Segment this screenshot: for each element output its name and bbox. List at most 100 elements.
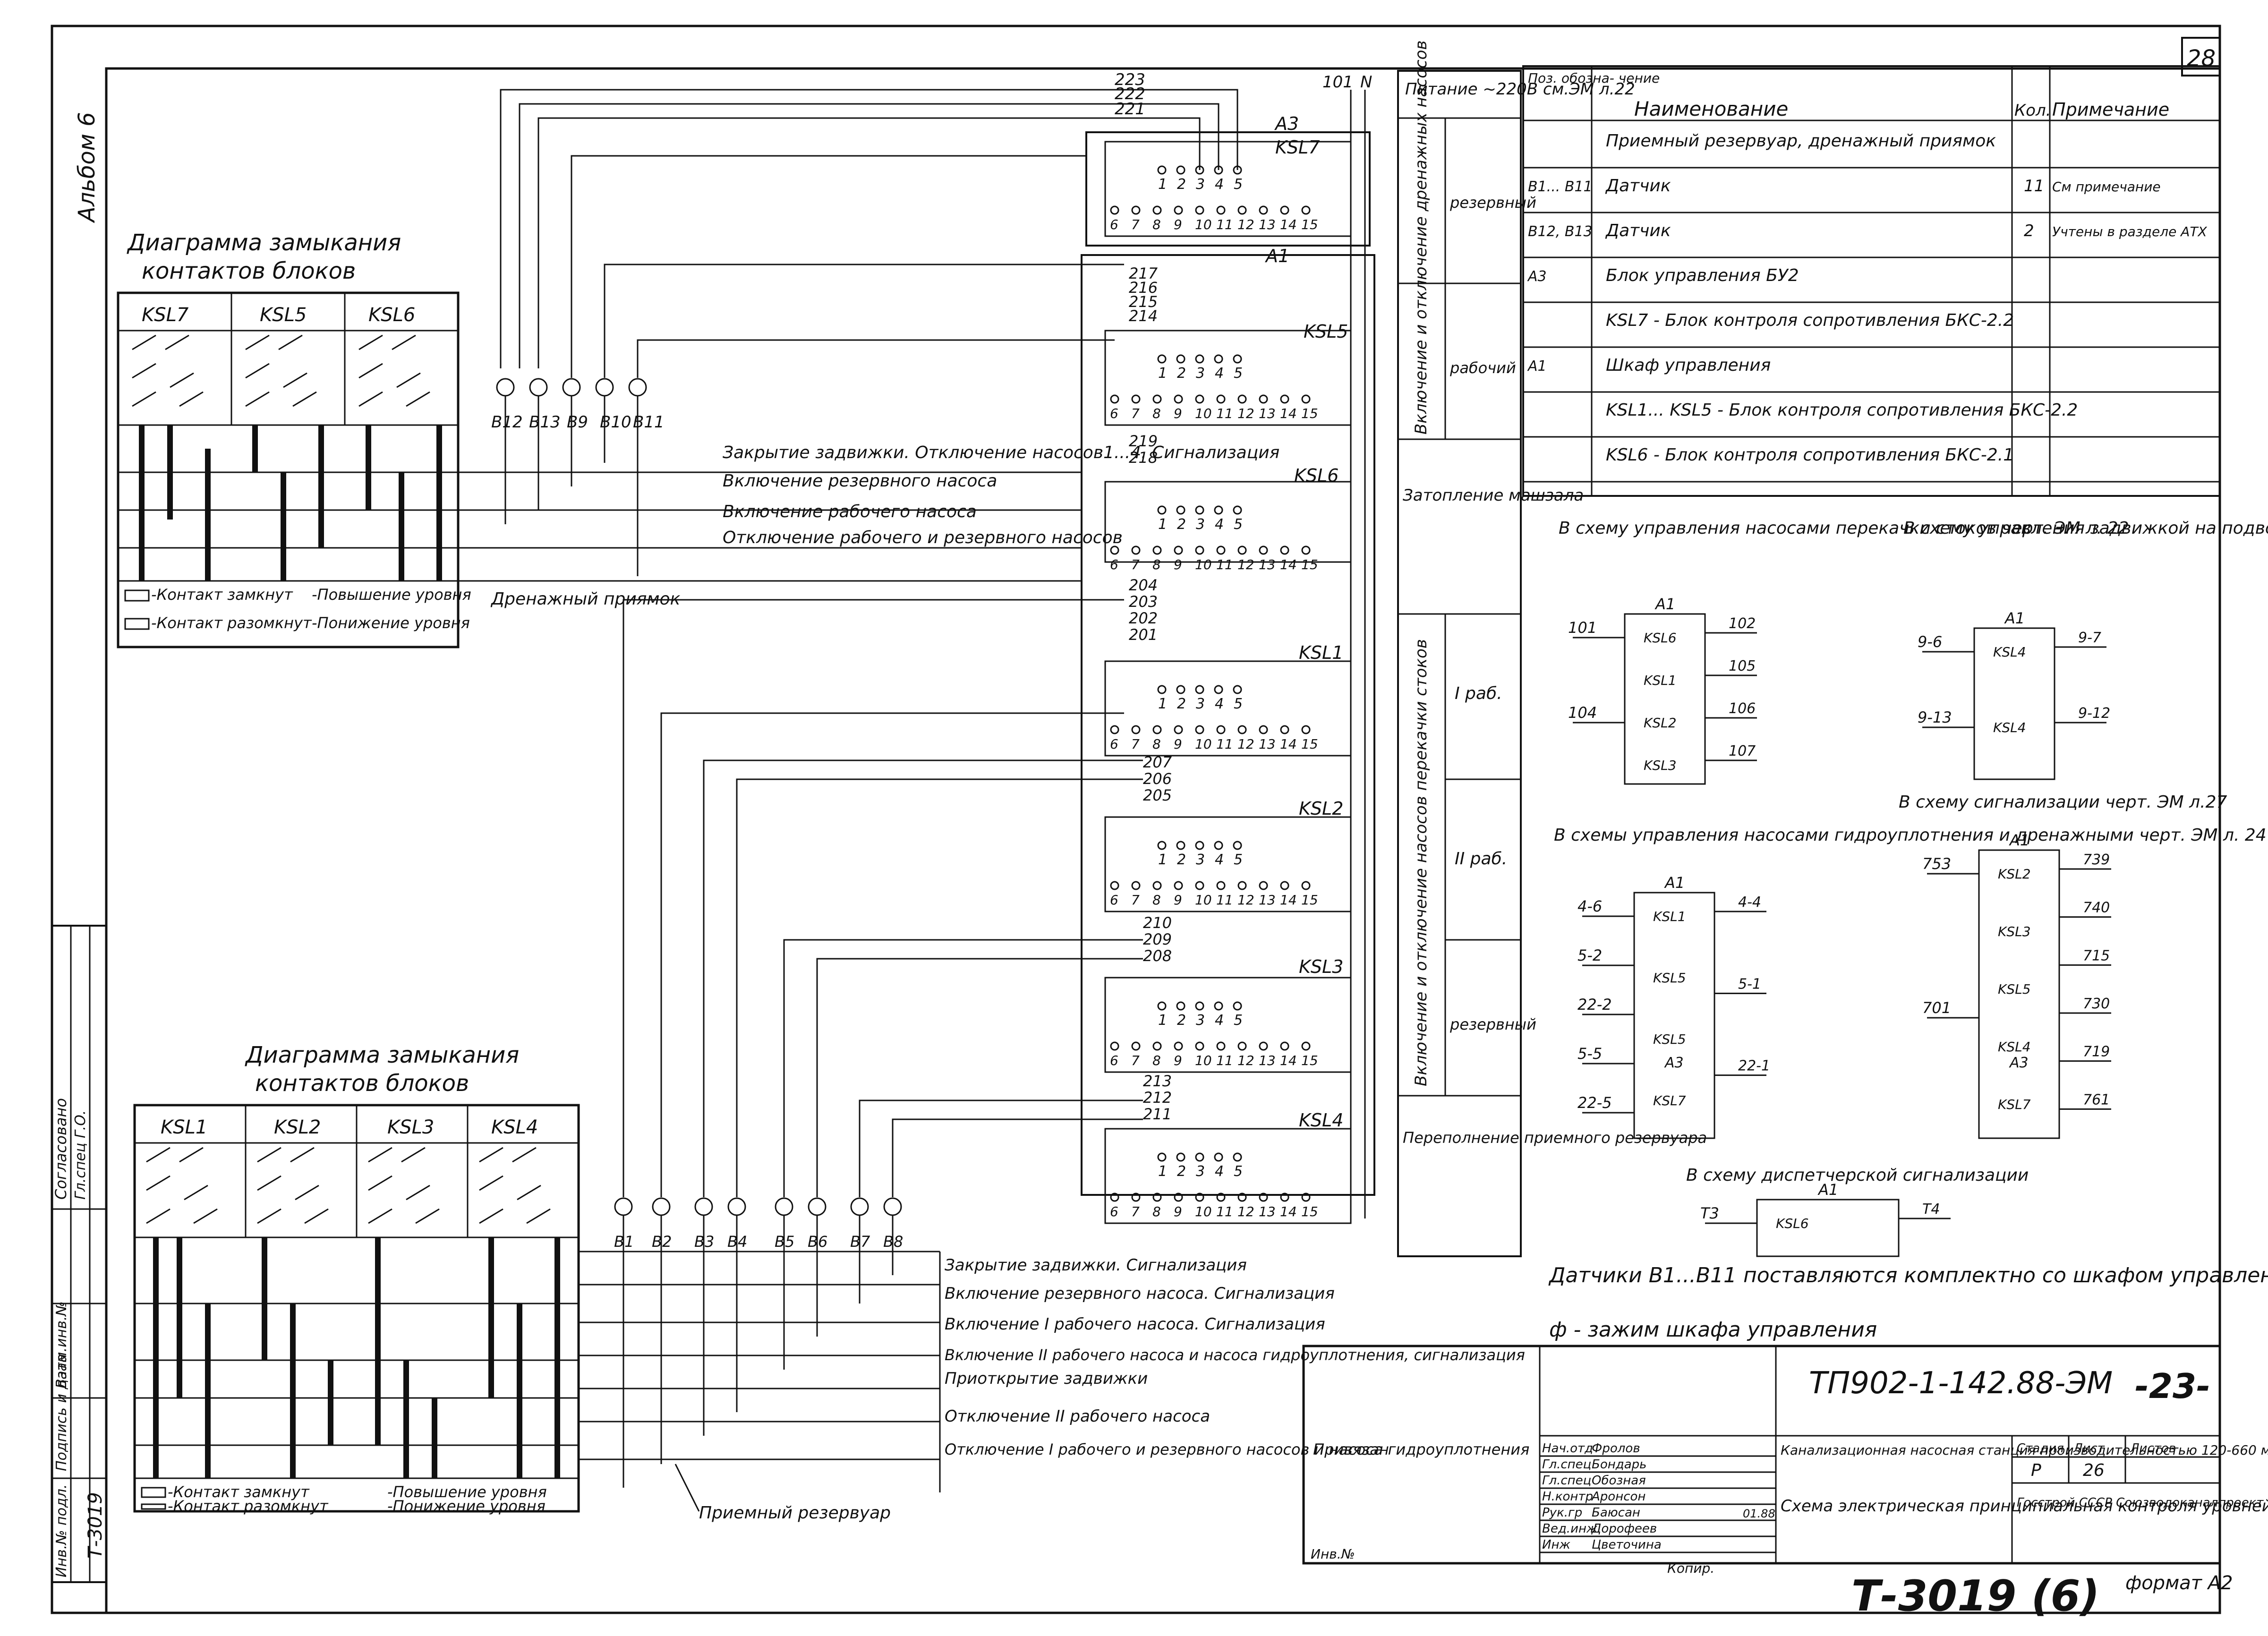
func-bottom-3: Включение I рабочего насоса. Сигнализаци… [945, 1315, 1325, 1334]
spec-name: KSL6 - Блок контроля сопротивления БКС-2… [1606, 445, 2014, 465]
sub-scheme-left-label: 5-5 [1577, 1045, 1602, 1063]
terminal-point [1280, 725, 1289, 734]
tb-name: Баюсан [1592, 1506, 1640, 1520]
legend-bottom-2: -Контакт разомкнут [168, 1497, 329, 1515]
unit-ksl6: KSL6 [1294, 465, 1339, 486]
terminal-point [1195, 1001, 1204, 1011]
side-g1-reserve: резервный [1449, 194, 1536, 212]
sub-scheme-box [1978, 849, 2060, 1139]
contact-diagram-bottom: Диаграмма замыкания контактов блоков KSL… [133, 1042, 580, 1515]
terminal-number-bottom: 7 [1131, 217, 1140, 232]
sub-scheme-left-label: 101 [1568, 619, 1597, 637]
terminal-point [1214, 354, 1223, 364]
strip-spec: Гл.спец Г.О. [72, 1110, 89, 1200]
sub-scheme-relay: KSL4 [1998, 1039, 2031, 1055]
terminal-point [1195, 394, 1204, 404]
sub-scheme-cabinet-2: A3 [2009, 1055, 2029, 1071]
terminal-number-top: 2 [1177, 1163, 1186, 1180]
spec-qty: 2 [2024, 222, 2034, 240]
terminal-point [1237, 205, 1247, 215]
terminal-number-bottom: 12 [1237, 406, 1254, 421]
block-top-2: KSL5 [260, 304, 307, 326]
terminal-point [1280, 1041, 1289, 1051]
terminal-number-bottom: 10 [1195, 217, 1212, 232]
terminal-number-bottom: 8 [1152, 557, 1161, 572]
sub-scheme-relay: KSL6 [1776, 1216, 1809, 1231]
terminal-point [1131, 545, 1141, 555]
album-label: Альбом 6 [74, 112, 100, 223]
terminal-point [1152, 1193, 1162, 1202]
terminal-point [1259, 545, 1268, 555]
terminal-point [1216, 205, 1226, 215]
terminal-number-bottom: 11 [1216, 217, 1233, 232]
sensor-b11: B11 [633, 413, 665, 432]
terminal-number-bottom: 12 [1237, 736, 1254, 752]
terminal-point [1176, 685, 1185, 694]
terminal-point [1237, 881, 1247, 890]
func-top-1: Закрытие задвижки. Отключение насосов1..… [723, 443, 1279, 462]
diagram-bottom-title-1: Диаграмма замыкания [245, 1042, 519, 1068]
terminal-number-bottom: 8 [1152, 406, 1161, 421]
terminal-point [1195, 545, 1204, 555]
terminal-point [1259, 205, 1268, 215]
sub-scheme-relay: KSL7 [1653, 1093, 1686, 1108]
strip-sign: Подпись и дата [53, 1354, 70, 1472]
sub-scheme-box [1756, 1199, 1900, 1257]
terminal-point [1259, 1041, 1268, 1051]
wire-217: 217 [1129, 264, 1158, 282]
terminal-point [1176, 1152, 1185, 1162]
strip-inv: Инв.№ подл. [53, 1484, 70, 1577]
wire-203: 203 [1129, 593, 1158, 611]
terminal-number-top: 2 [1177, 1012, 1186, 1029]
sensor-b13: B13 [529, 413, 561, 432]
terminal-point [1237, 725, 1247, 734]
sub-scheme-left-label: 4-6 [1577, 897, 1602, 915]
terminal-point [1157, 841, 1167, 850]
sub-scheme-relay: KSL4 [1993, 644, 2026, 660]
terminal-point [1259, 725, 1268, 734]
sub-scheme-right-label: 5-1 [1738, 976, 1761, 992]
tb-role: Рук.гр [1542, 1506, 1582, 1520]
tb-role: Н.контр [1542, 1490, 1593, 1504]
terminal-point [1174, 394, 1183, 404]
terminal-number-bottom: 9 [1174, 736, 1182, 752]
terminal-number-top: 5 [1234, 516, 1243, 533]
tb-project: Канализационная насосная станция произво… [1781, 1442, 2268, 1458]
sensor-b3: B3 [694, 1233, 714, 1251]
terminal-point [1152, 545, 1162, 555]
side-group1: Включение и отключение дренажных насосов [1412, 40, 1431, 435]
left-strip: Согласовано Гл.спец Г.О. Взам.инв.№ Подп… [51, 925, 107, 1583]
terminal-number-top: 2 [1177, 176, 1186, 193]
terminal-point [1301, 1193, 1311, 1202]
func-top-2: Включение резервного насоса [723, 471, 997, 491]
terminal-point [1157, 505, 1167, 515]
tb-role: Нач.отд [1542, 1441, 1593, 1456]
sub-schemes: В схему управления насосами перекачки ст… [1554, 519, 2268, 1257]
sub-scheme-right-label: 730 [2083, 996, 2110, 1012]
terminal-number-top: 1 [1158, 516, 1167, 533]
terminal-number-top: 3 [1196, 516, 1205, 533]
terminal-point [1195, 354, 1204, 364]
sub-scheme-left-label: 9-6 [1918, 633, 1942, 651]
terminal-point [1216, 545, 1226, 555]
terminal-number-top: 5 [1234, 365, 1243, 382]
wire-206: 206 [1143, 770, 1172, 788]
tb-bound: Привязан [1313, 1440, 1389, 1458]
func-bottom-1: Закрытие задвижки. Сигнализация [945, 1256, 1247, 1275]
format-label: формат А2 [2125, 1572, 2233, 1594]
strip-replace: Взам.инв.№ [53, 1301, 70, 1389]
strip-stamp: Т-3019 [85, 1492, 106, 1559]
terminal-point [1174, 205, 1183, 215]
terminal-number-bottom: 15 [1301, 406, 1318, 421]
spec-name: KSL7 - Блок контроля сопротивления БКС-2… [1606, 311, 2014, 330]
terminal-number-bottom: 12 [1237, 892, 1254, 908]
unit-a3: A3 [1274, 113, 1299, 134]
sub-scheme-relay: KSL2 [1644, 715, 1677, 731]
terminal-point [1233, 1152, 1242, 1162]
terminal-point [1157, 165, 1167, 175]
tb-name: Цветочина [1592, 1538, 1662, 1552]
terminal-number-top: 3 [1196, 176, 1205, 193]
diagram-top-title-1: Диаграмма замыкания [127, 230, 401, 256]
terminal-number-bottom: 10 [1195, 892, 1212, 908]
terminal-point [1216, 1041, 1226, 1051]
